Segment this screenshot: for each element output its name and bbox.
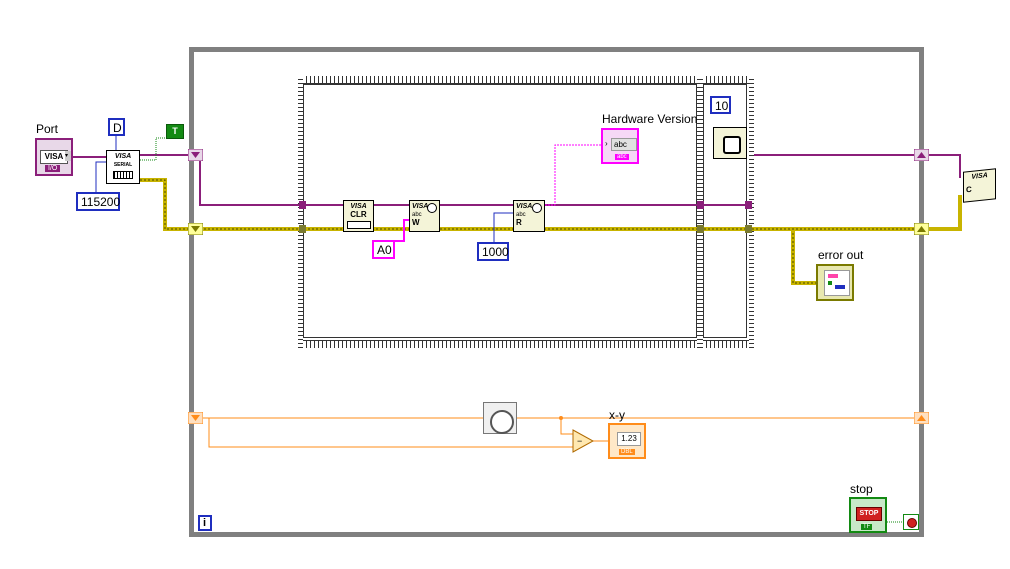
xy-label: x-y: [609, 408, 625, 422]
visa-configure-serial-port[interactable]: VISA SERIAL: [106, 150, 140, 184]
sequence-film-left: [298, 76, 303, 348]
shift-register-right-visa: [914, 149, 929, 161]
visa-write-title: VISA: [412, 203, 429, 210]
sequence-film-top: [298, 76, 754, 84]
sequence-film-right: [749, 76, 754, 348]
numeric-wire: [200, 417, 573, 448]
parity-constant[interactable]: D: [108, 118, 125, 136]
visa-serial-sub: SERIAL: [113, 162, 133, 168]
port-label: Port: [36, 122, 59, 136]
visa-clr-sub: CLR: [350, 210, 367, 219]
hardware-version-indicator[interactable]: › abc abc: [601, 128, 639, 164]
sequence-film-bottom: [298, 340, 754, 348]
visa-wire: [199, 155, 303, 206]
clock-icon: [532, 203, 542, 213]
xy-numeric-indicator[interactable]: 1.23 DBL: [608, 423, 646, 459]
serial-port-icon: [113, 171, 133, 179]
hardware-version-label: Hardware Version: [602, 112, 698, 126]
visa-close-title: VISA: [971, 172, 988, 181]
while-loop: [189, 47, 924, 537]
baud-rate-constant[interactable]: 115200: [76, 192, 120, 211]
true-constant[interactable]: T: [166, 124, 184, 139]
visa-wire: [928, 154, 961, 178]
error-wire: [140, 179, 189, 230]
watch-icon: [723, 136, 741, 154]
error-out-indicator[interactable]: [816, 264, 854, 301]
visa-clr-io-icon: [346, 221, 371, 229]
sequence-frame-2: [703, 84, 747, 338]
shift-register-left-numeric: [188, 412, 203, 424]
port-io-text: I/O: [45, 165, 61, 172]
visa-write-abc: abc: [412, 212, 422, 218]
stop-button-control[interactable]: STOP TF: [849, 497, 887, 533]
stopwatch-icon: [490, 410, 514, 434]
clock-icon: [427, 203, 437, 213]
port-visa-text: VISA: [40, 150, 68, 164]
stop-circle-icon: [907, 518, 917, 528]
port-dropdown-arrow: ▾: [65, 151, 71, 161]
visa-clr-title: VISA: [350, 203, 367, 210]
loop-condition-terminal[interactable]: [903, 514, 919, 530]
int-wire: [95, 161, 106, 192]
stop-label: stop: [850, 482, 873, 496]
visa-read-mode: R: [516, 218, 522, 227]
visa-serial-title: VISA: [114, 153, 132, 160]
stop-button-face: STOP: [856, 507, 882, 521]
sequence-frame-1: [303, 84, 697, 338]
stop-tf-text: TF: [861, 524, 873, 530]
tick-count-function[interactable]: [483, 402, 517, 434]
visa-write-mode: W: [412, 218, 420, 227]
error-wire: [792, 229, 818, 284]
indicator-arrow-icon: ›: [605, 139, 608, 148]
shift-register-right-error: [914, 223, 929, 235]
command-string-constant[interactable]: A0: [372, 240, 395, 259]
byte-count-constant[interactable]: 1000: [477, 242, 509, 261]
visa-close-sub: C: [966, 184, 972, 195]
numeric-wire: [517, 417, 573, 435]
subtract-node: [572, 429, 595, 453]
sequence-frame-divider: [697, 76, 703, 348]
visa-write[interactable]: VISA abc W: [409, 200, 440, 232]
visa-read[interactable]: VISA abc R: [513, 200, 545, 232]
visa-close[interactable]: VISA C: [963, 168, 996, 203]
wait-ms-function[interactable]: [713, 127, 747, 159]
wait-ms-constant[interactable]: 10: [710, 96, 731, 114]
error-out-label: error out: [818, 248, 864, 262]
shift-register-left-visa: [188, 149, 203, 161]
visa-read-abc: abc: [516, 212, 526, 218]
error-wire: [791, 229, 818, 285]
indicator-abc-text: abc: [611, 138, 637, 151]
xy-type: DBL: [619, 449, 635, 455]
iteration-terminal: i: [198, 515, 212, 531]
visa-read-title: VISA: [516, 203, 533, 210]
visa-clear[interactable]: VISA CLR: [343, 200, 374, 232]
svg-text:−: −: [577, 436, 582, 446]
indicator-abc-type: abc: [615, 154, 629, 160]
bool-wire: [140, 137, 166, 161]
shift-register-left-error: [188, 223, 203, 235]
error-wire: [928, 195, 962, 231]
cluster-icon: [824, 270, 850, 296]
xy-value: 1.23: [617, 432, 641, 446]
port-visa-control[interactable]: VISA ▾ I/O: [35, 138, 73, 176]
shift-register-right-numeric: [914, 412, 929, 424]
